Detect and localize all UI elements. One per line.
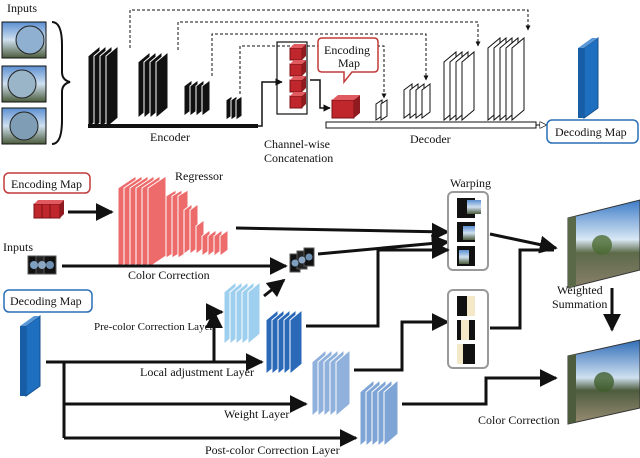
decoding-map-box	[3, 289, 93, 313]
decoder-blocks	[375, 36, 525, 122]
local-adjust-to-warping-arrow	[306, 241, 450, 328]
encoding-map-box-label: Encoding Map	[11, 177, 82, 191]
encoder-label: Encoder	[150, 130, 190, 144]
concat-red-cubes	[289, 44, 306, 109]
inputs-mid-images	[27, 255, 57, 275]
post-color-layer-blocks	[359, 378, 399, 448]
encoder-to-concat-arrow	[256, 78, 283, 127]
concat-label-line1: Channel-wise	[264, 137, 330, 151]
weight-layer-label: Weight Layer	[224, 407, 289, 421]
decoding-map-bottom-block	[20, 315, 41, 397]
inputs-top-label: Inputs	[7, 1, 37, 15]
concat-bracket	[276, 41, 308, 115]
warping-to-pano-arrow	[489, 232, 558, 254]
encoder-blocks	[87, 44, 243, 130]
decoding-map-top-label: Decoding Map	[555, 125, 627, 139]
encoding-callout-line2: Map	[338, 56, 360, 70]
weight-to-mask-arrow	[354, 313, 450, 372]
decoder-label: Decoder	[410, 132, 451, 146]
color-correction-mid-label: Color Correction	[128, 268, 210, 282]
top-input-images	[1, 21, 47, 145]
regressor-blocks	[117, 175, 229, 269]
panorama-output	[567, 339, 640, 425]
corrected-inputs-images	[289, 247, 315, 273]
weight-mask-images	[457, 296, 475, 364]
regressor-to-warping-arrow	[235, 222, 450, 241]
concat-to-decoder-arrow	[310, 79, 331, 112]
decoder-red-block	[331, 95, 360, 119]
decoding-map-box-label: Decoding Map	[10, 294, 82, 308]
decoding-map-top-box	[546, 119, 639, 144]
pre-color-label: Pre-color Correction Layer	[94, 321, 213, 333]
decoding-map-top-block	[578, 37, 599, 119]
local-adjustment-blocks	[265, 308, 303, 376]
post-color-to-output-arrow	[402, 369, 558, 406]
corrected-to-warping-arrow	[317, 234, 450, 256]
warping-images	[457, 198, 481, 266]
skip-connections	[129, 9, 531, 99]
pre-color-to-correction-arrow	[263, 278, 286, 298]
summation-label: Summation	[552, 297, 607, 311]
encoding-map-callout: Encoding Map	[317, 37, 379, 85]
decoding-branches	[46, 310, 358, 447]
color-correction-bottom-label: Color Correction	[478, 413, 560, 427]
regressor-label: Regressor	[175, 169, 223, 183]
inputs-mid-label: Inputs	[3, 240, 33, 254]
decoder-bar	[325, 121, 537, 129]
encoding-callout-line1: Encoding	[324, 43, 370, 57]
warping-label: Warping	[450, 176, 491, 190]
mask-to-summation-line	[490, 248, 554, 330]
local-adjustment-label: Local adjustment Layer	[140, 365, 254, 379]
encoding-map-cubes	[33, 200, 64, 219]
pre-color-layer-blocks	[223, 280, 261, 346]
concat-label-line2: Concatenation	[264, 151, 333, 165]
post-color-label: Post-color Correction Layer	[205, 443, 340, 457]
input-brace	[51, 21, 71, 145]
panorama-top	[567, 199, 640, 289]
weight-layer-blocks	[311, 348, 351, 418]
encoding-map-box	[3, 172, 91, 194]
weighted-label: Weighted	[557, 283, 603, 297]
